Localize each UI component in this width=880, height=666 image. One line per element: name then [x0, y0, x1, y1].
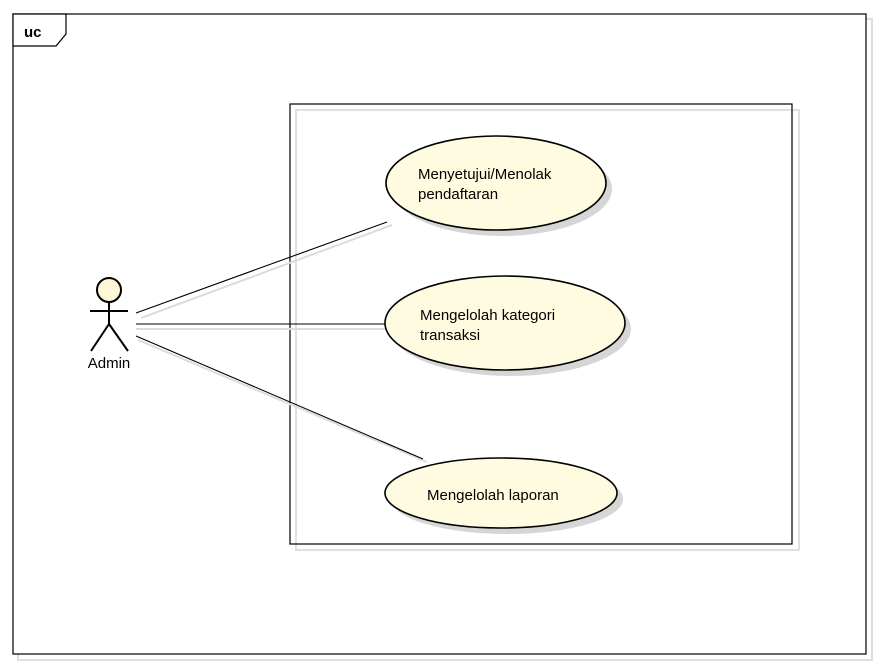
association-line — [135, 221, 388, 314]
actor-left-leg — [90, 323, 110, 352]
actor-admin[interactable]: Admin — [88, 277, 131, 372]
uc-frame — [12, 13, 867, 655]
use-case-label: transaksi — [420, 327, 480, 344]
frame-tab — [12, 13, 67, 47]
frame-label: uc — [24, 24, 42, 41]
use-case-manage-report[interactable]: Mengelolah laporan — [384, 457, 623, 534]
use-case-approve-registration[interactable]: Menyetujui/Menolak pendaftaran — [385, 135, 612, 236]
use-case-ellipse — [385, 135, 607, 231]
use-case-ellipse — [384, 275, 626, 371]
use-case-label: pendaftaran — [418, 186, 498, 203]
use-case-label: Menyetujui/Menolak — [418, 166, 552, 183]
actor-head — [96, 277, 122, 303]
use-case-ellipse — [384, 457, 618, 529]
use-case-label: Mengelolah laporan — [427, 487, 559, 504]
actor-label: Admin — [88, 355, 131, 372]
association-lines — [135, 221, 428, 463]
actor-right-leg — [108, 323, 129, 352]
use-case-label: Mengelolah kategori — [420, 307, 555, 324]
use-case-manage-transaction-category[interactable]: Mengelolah kategori transaksi — [384, 275, 631, 376]
association-line — [135, 335, 424, 460]
